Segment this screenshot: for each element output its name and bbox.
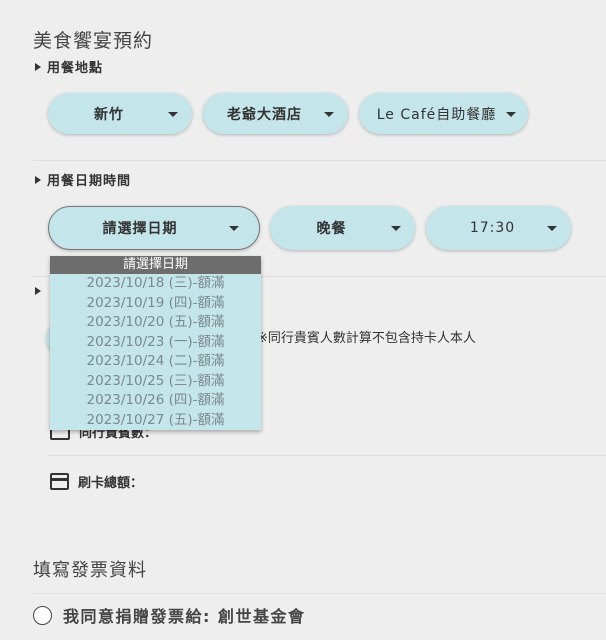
section-label: 用餐地點 — [47, 61, 104, 76]
donate-invoice-radio[interactable]: 我同意捐贈發票給: 創世基金會 — [33, 603, 305, 627]
radio-icon[interactable] — [33, 605, 52, 625]
donate-label: 我同意捐贈發票給: 創世基金會 — [63, 607, 306, 626]
page-title: 美食饗宴預約 — [33, 30, 154, 52]
section-datetime[interactable]: 用餐日期時間 — [35, 170, 131, 189]
date-option[interactable]: 2023/10/26 (四)-額滿 — [86, 392, 225, 408]
time-select[interactable]: 17:30 — [426, 206, 571, 250]
expand-triangle-icon — [35, 63, 41, 71]
date-option[interactable]: 2023/10/18 (三)-額滿 — [86, 275, 225, 291]
meal-select[interactable]: 晚餐 — [270, 206, 415, 250]
divider — [48, 455, 606, 456]
date-option[interactable]: 2023/10/25 (三)-額滿 — [86, 372, 225, 389]
date-option[interactable]: 2023/10/24 (二)-額滿 — [86, 353, 225, 369]
date-dropdown-list[interactable]: 請選擇日期 2023/10/18 (三)-額滿 2023/10/19 (四)-額滿… — [50, 256, 261, 430]
chevron-down-icon — [324, 111, 334, 117]
city-select[interactable]: 新竹 — [48, 93, 192, 134]
guest-note: ※同行貴賓人數計算不包含持卡人本人 — [257, 331, 476, 346]
section-guests[interactable] — [35, 285, 47, 300]
hotel-select[interactable]: 老爺大酒店 — [203, 93, 348, 134]
divider — [33, 276, 606, 277]
expand-triangle-icon — [35, 176, 41, 184]
divider — [33, 160, 606, 161]
date-option[interactable]: 2023/10/19 (四)-額滿 — [86, 294, 225, 311]
divider — [33, 593, 606, 594]
total-label: 刷卡總額： — [78, 476, 144, 491]
credit-card-icon — [50, 473, 69, 490]
restaurant-value: Le Café自助餐廳 — [376, 106, 497, 123]
date-select[interactable]: 請選擇日期 — [48, 206, 260, 250]
invoice-title: 填寫發票資料 — [33, 560, 147, 581]
chevron-down-icon — [391, 226, 401, 231]
city-value: 新竹 — [94, 106, 124, 123]
chevron-down-icon — [506, 111, 516, 117]
chevron-down-icon — [168, 111, 178, 117]
date-option[interactable]: 2023/10/20 (五)-額滿 — [86, 314, 225, 330]
date-option[interactable]: 2023/10/27 (五)-額滿 — [86, 411, 225, 428]
chevron-down-icon — [229, 226, 239, 231]
expand-triangle-icon — [35, 287, 41, 295]
hotel-value: 老爺大酒店 — [227, 106, 302, 123]
date-value: 請選擇日期 — [102, 221, 178, 237]
total-row: 刷卡總額： — [50, 472, 143, 491]
date-option[interactable]: 2023/10/23 (一)-額滿 — [86, 333, 225, 350]
section-location[interactable]: 用餐地點 — [35, 57, 103, 76]
restaurant-select[interactable]: Le Café自助餐廳 — [359, 93, 528, 134]
section-label: 用餐日期時間 — [47, 174, 132, 189]
dropdown-header[interactable]: 請選擇日期 — [50, 256, 261, 274]
meal-value: 晚餐 — [316, 221, 347, 237]
chevron-down-icon — [547, 226, 557, 231]
time-value: 17:30 — [469, 220, 516, 236]
